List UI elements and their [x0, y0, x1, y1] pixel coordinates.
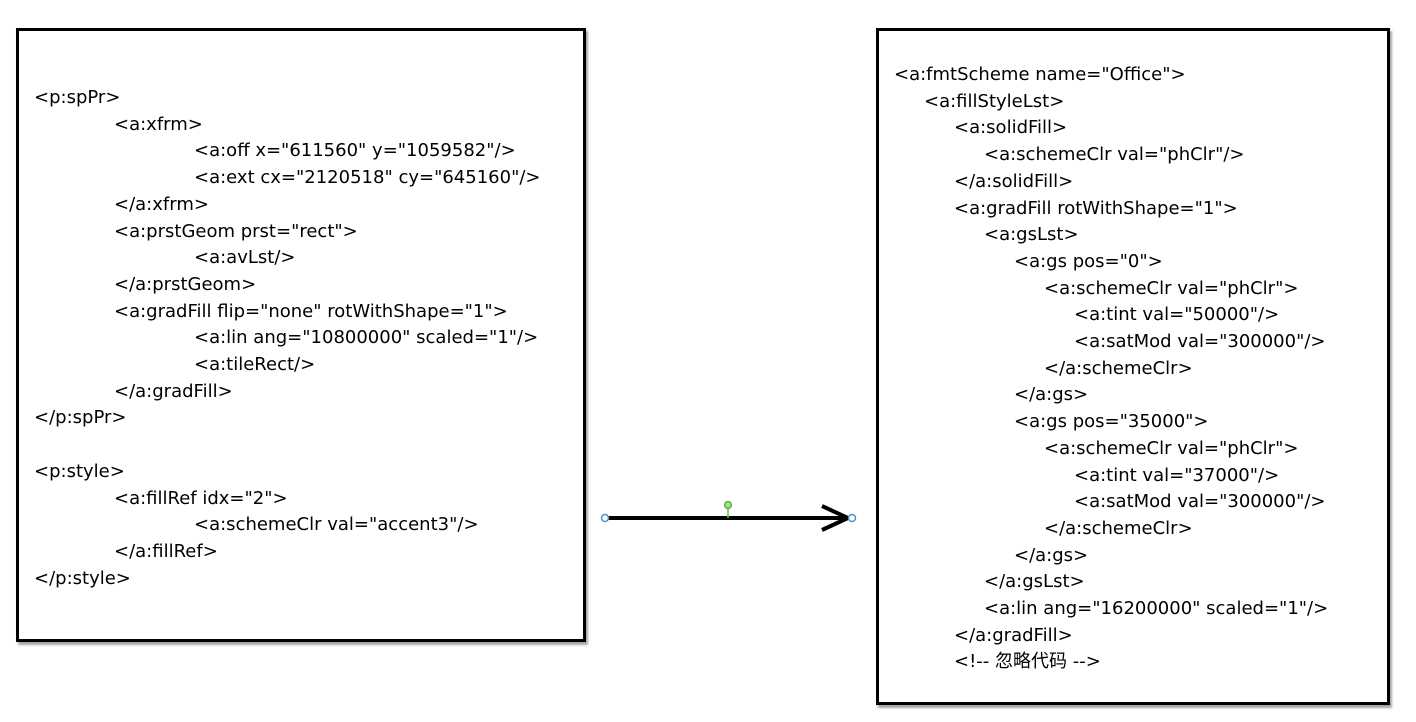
code-line: </a:schemeClr> — [1044, 517, 1193, 539]
code-line: </a:xfrm> — [114, 193, 209, 215]
arrow-end-handle[interactable] — [847, 513, 857, 523]
code-line: <!-- 忽略代码 --> — [954, 651, 1101, 673]
code-line: <a:prstGeom prst="rect"> — [114, 220, 358, 242]
code-line: <a:fillStyleLst> — [924, 90, 1065, 112]
code-line: <a:satMod val="300000"/> — [1074, 331, 1326, 352]
code-line: <a:tint val="37000"/> — [1074, 464, 1280, 486]
code-line: <a:avLst/> — [194, 247, 296, 269]
code-line: <a:solidFill> — [954, 117, 1068, 139]
code-line: </a:gs> — [1014, 384, 1089, 406]
code-line: <p:spPr> — [34, 87, 121, 108]
code-line: <a:fillRef idx="2"> — [114, 487, 288, 509]
code-line: </p:spPr> — [34, 407, 127, 429]
code-line: </a:prstGeom> — [114, 273, 257, 295]
arrow-midpoint-handle[interactable] — [723, 500, 733, 510]
arrow-start-handle[interactable] — [600, 513, 610, 523]
code-line: </a:gsLst> — [984, 571, 1085, 593]
code-line: <a:gs pos="35000"> — [1014, 411, 1209, 433]
code-line: </a:fillRef> — [114, 540, 218, 562]
code-line: </a:solidFill> — [954, 170, 1074, 192]
code-line: </a:schemeClr> — [1044, 357, 1193, 379]
code-line: </a:gradFill> — [114, 380, 233, 402]
code-line: </p:style> — [34, 567, 131, 589]
code-line: <a:schemeClr val="phClr"/> — [984, 144, 1245, 166]
theme-code-box: <a:fmtScheme name="Office"> <a:fillStyleL… — [876, 28, 1390, 705]
code-line: <a:schemeClr val="phClr"> — [1044, 437, 1299, 459]
code-line: <a:lin ang="10800000" scaled="1"/> — [194, 327, 539, 349]
code-line: <a:fmtScheme name="Office"> — [894, 64, 1186, 85]
code-line: <a:gsLst> — [984, 224, 1079, 246]
code-line: <a:tileRect/> — [194, 354, 316, 375]
code-line: </a:gradFill> — [954, 624, 1073, 646]
code-line: <a:gradFill flip="none" rotWithShape="1"… — [114, 300, 508, 322]
code-line: <a:lin ang="16200000" scaled="1"/> — [984, 598, 1329, 619]
code-line: <a:tint val="50000"/> — [1074, 304, 1280, 326]
code-line: <a:gradFill rotWithShape="1"> — [954, 197, 1238, 219]
code-line: <a:off x="611560" y="1059582"/> — [194, 140, 516, 162]
code-line: <a:xfrm> — [114, 113, 203, 135]
source-code-box: <p:spPr> <a:xfrm> <a:off x="611560" y="105… — [16, 28, 586, 642]
code-line: <a:schemeClr val="accent3"/> — [194, 514, 479, 536]
code-line: <a:gs pos="0"> — [1014, 250, 1163, 272]
code-line: <a:satMod val="300000"/> — [1074, 491, 1326, 513]
code-line: </a:gs> — [1014, 544, 1089, 566]
code-line: <a:ext cx="2120518" cy="645160"/> — [194, 167, 541, 189]
code-line: <p:style> — [34, 460, 125, 482]
code-line: <a:schemeClr val="phClr"> — [1044, 277, 1299, 299]
